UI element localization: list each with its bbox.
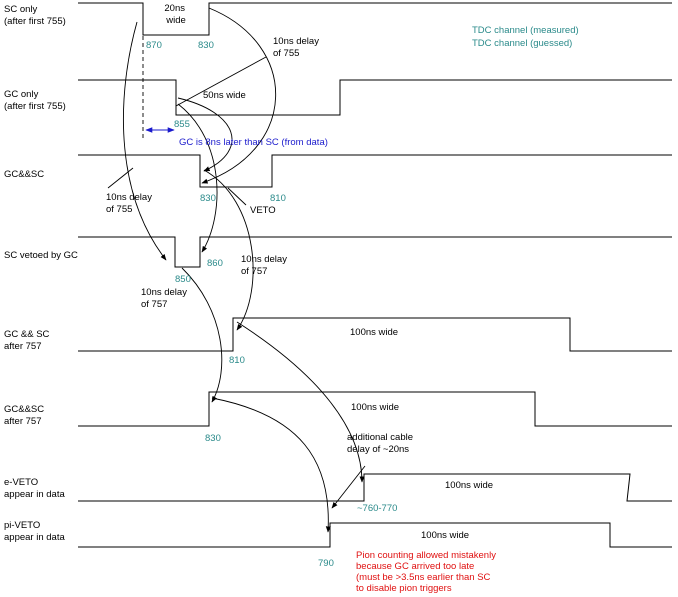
wave-gc-only — [78, 79, 672, 116]
label-sc-only: SC only (after first 755) — [4, 4, 66, 27]
arrow-delay755-pointer — [175, 56, 267, 107]
tdc-850: 850 — [175, 274, 191, 285]
tdc-855: 855 — [174, 119, 190, 130]
arrow-757a-to-eveto — [236, 321, 365, 483]
legend: TDC channel (measured) TDC channel (gues… — [472, 25, 579, 49]
arrow-gc-to-vetoed — [177, 103, 218, 253]
tdc-830-sc: 830 — [198, 40, 214, 51]
label-pi-veto: pi-VETO appear in data — [4, 520, 65, 543]
arrow-gcsc-to-757a — [203, 169, 254, 331]
waveforms — [78, 2, 672, 548]
veto-label: VETO — [250, 205, 276, 216]
wave-sc-only — [78, 2, 672, 36]
label-sc-vetoed: SC vetoed by GC — [4, 250, 78, 261]
arrow-sc-to-vetoed — [122, 21, 167, 261]
tdc-values: 870 830 855 830 810 850 860 810 830 ~760… — [146, 40, 397, 569]
width-label-757b: 100ns wide — [351, 402, 399, 413]
tdc-830-757b: 830 — [205, 433, 221, 444]
legend-guessed: TDC channel (guessed) — [472, 38, 572, 49]
wave-gc-sc-757-a — [78, 317, 672, 352]
sc-width-label: 20ns wide — [164, 3, 187, 26]
delay-757-left: 10ns delay of 757 — [141, 287, 190, 310]
tdc-830-gcsc: 830 — [200, 193, 216, 204]
tdc-810-757a: 810 — [229, 355, 245, 366]
label-e-veto: e-VETO appear in data — [4, 477, 65, 500]
delay-757-right: 10ns delay of 757 — [241, 254, 290, 277]
tdc-790: 790 — [318, 558, 334, 569]
pion-counting-note: Pion counting allowed mistakenly because… — [356, 550, 499, 594]
arrow-vetoed-to-757b — [181, 267, 223, 403]
label-gc-sc-757-b: GC&&SC after 757 — [4, 404, 47, 427]
arrow-delay755b-pointer — [107, 167, 134, 189]
label-gc-only: GC only (after first 755) — [4, 89, 66, 112]
cable-delay-note: additional cable delay of ~20ns — [347, 432, 416, 455]
arrow-sc-to-gcsc — [201, 7, 277, 184]
width-label-piveto: 100ns wide — [421, 530, 469, 541]
label-gc-and-sc: GC&&SC — [4, 169, 44, 180]
legend-measured: TDC channel (measured) — [472, 25, 579, 36]
gc-later-note: GC is 8ns later than SC (from data) — [179, 137, 328, 148]
arrow-veto-pointer — [227, 187, 247, 206]
delay-755-top: 10ns delay of 755 — [273, 36, 322, 59]
wave-gc-sc-757-b — [78, 391, 672, 427]
signal-labels: SC only (after first 755) GC only (after… — [4, 4, 78, 543]
width-label-eveto: 100ns wide — [445, 480, 493, 491]
delay-755-left: 10ns delay of 755 — [106, 192, 155, 215]
wave-pi-veto — [78, 522, 672, 548]
tdc-870: 870 — [146, 40, 162, 51]
wave-gc-and-sc — [78, 154, 672, 188]
arrow-gc-to-gcsc — [177, 97, 233, 172]
width-label-757a: 100ns wide — [350, 327, 398, 338]
wave-sc-vetoed — [78, 236, 672, 268]
tdc-760-770: ~760-770 — [357, 503, 397, 514]
label-gc-sc-757-a: GC && SC after 757 — [4, 329, 52, 352]
gc-width-label: 50ns wide — [203, 90, 246, 101]
arrow-757b-to-piveto — [211, 397, 331, 533]
arrow-cable-to-piveto — [331, 465, 366, 509]
causal-arrows — [107, 7, 366, 533]
tdc-860: 860 — [207, 258, 223, 269]
wave-e-veto — [78, 473, 672, 502]
tdc-810-gcsc: 810 — [270, 193, 286, 204]
